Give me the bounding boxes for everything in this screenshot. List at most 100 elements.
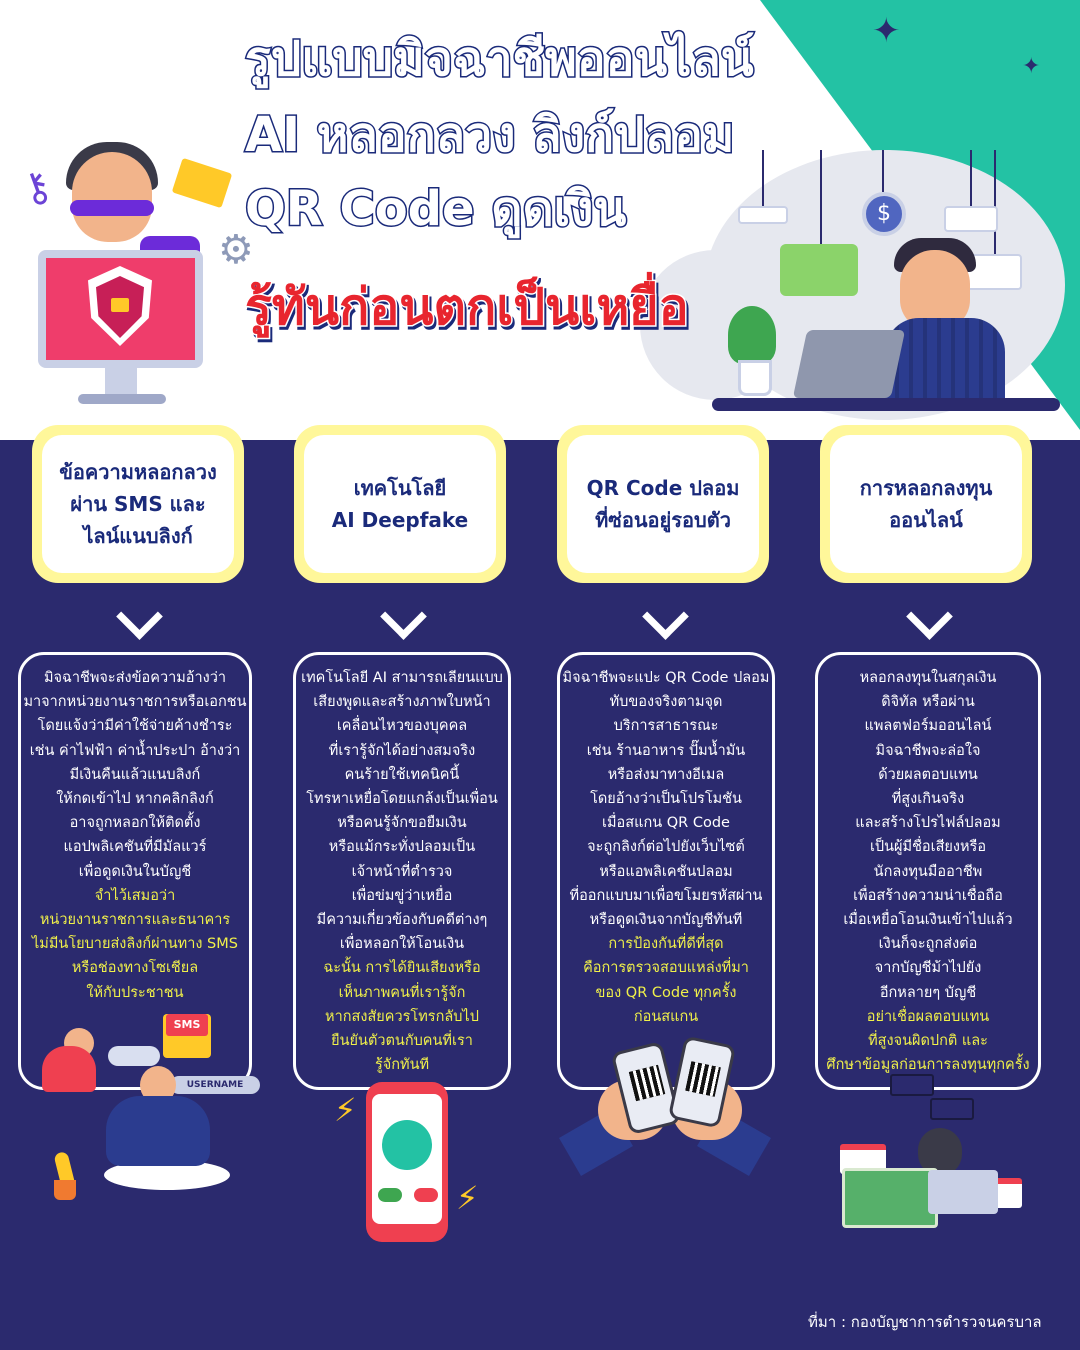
- highlight-line: ศึกษาข้อมูลก่อนการลงทุนทุกครั้ง: [826, 1057, 1030, 1074]
- card-heading-sms: ข้อความหลอกลวง ผ่าน SMS และ ไลน์แนบลิงก์: [32, 425, 244, 583]
- hook-line: [820, 150, 822, 244]
- chevron-down-icon: [117, 600, 157, 640]
- body-line: แอปพลิเคชันที่มีมัลแวร์: [63, 839, 207, 856]
- scammer-figure: [42, 1046, 96, 1092]
- highlight-line: ของ QR Code ทุกครั้ง: [595, 984, 737, 1001]
- highlight-line: ที่สูงจนผิดปกติ และ: [868, 1033, 988, 1050]
- body-line: หรือดูดเงินจากบัญชีทันที: [589, 912, 743, 929]
- heading-line: เทคโนโลยี: [353, 476, 447, 500]
- highlight-line: อย่าเชื่อผลตอบแทน: [866, 1008, 990, 1025]
- code-window-icon: [930, 1098, 974, 1120]
- highlight-line: ไม่มีนโยบายส่งลิงก์ผ่านทาง SMS: [32, 936, 238, 953]
- chevron-down-icon: [907, 600, 947, 640]
- body-line: และสร้างโปรไฟล์ปลอม: [855, 815, 1001, 832]
- laptop-icon: [928, 1170, 998, 1214]
- body-line: เช่น ร้านอาหาร ปั๊มน้ำมัน: [586, 742, 746, 759]
- body-line: จะถูกลิงก์ต่อไปยังเว็บไซต์: [587, 839, 745, 856]
- coin-icon: $: [862, 192, 906, 236]
- hero-section: ✦ ✦ ⚷ ⚙ $ รูปแบบมิจฉาชีพออนไลน์ AI หลอกล…: [0, 0, 1080, 440]
- body-line: เพื่อหลอกให้โอนเงิน: [339, 936, 465, 953]
- hacker-mask: [70, 200, 154, 216]
- highlight-line: คือการตรวจสอบแหล่งที่มา: [583, 960, 749, 977]
- body-line: ด้วยผลตอบแทน: [878, 766, 978, 783]
- card-heading-investment: การหลอกลงทุน ออนไลน์: [820, 425, 1032, 583]
- credit-card-icon: [780, 244, 858, 296]
- body-line: เพื่อสร้างความน่าเชื่อถือ: [853, 887, 1003, 904]
- body-line: เทคโนโลยี AI สามารถเลียนแบบ: [301, 670, 503, 686]
- card-body-deepfake: เทคโนโลยี AI สามารถเลียนแบบ เสียงพูดและส…: [293, 666, 511, 1077]
- heading-line: ที่ซ่อนอยู่รอบตัว: [595, 508, 731, 532]
- gear-icon: ⚙: [218, 227, 254, 273]
- body-line: หรือคนรู้จักขอยืมเงิน: [337, 815, 467, 832]
- heading-line: AI Deepfake: [331, 508, 469, 532]
- chat-bubble-icon: [108, 1046, 160, 1066]
- body-line: ที่ออกแบบมาเพื่อขโมยรหัสผ่าน: [569, 887, 763, 904]
- body-line: เพื่อดูดเงินในบัญชี: [78, 863, 192, 880]
- card-heading-qrcode: QR Code ปลอม ที่ซ่อนอยู่รอบตัว: [557, 425, 769, 583]
- pot-icon: [54, 1180, 76, 1200]
- card-heading-text: การหลอกลงทุน ออนไลน์: [830, 435, 1022, 573]
- highlight-line: หากสงสัยควรโทรกลับไป: [325, 1008, 479, 1025]
- body-line: มิจฉาชีพจะแปะ QR Code ปลอม: [562, 670, 770, 686]
- highlight-line: หน่วยงานราชการและธนาคาร: [39, 912, 231, 929]
- man-body: [885, 318, 1005, 400]
- lightning-icon: ⚡: [456, 1179, 479, 1217]
- highlight-line: เห็นภาพคนที่เรารู้จัก: [338, 984, 466, 1001]
- body-line: เมื่อเหยื่อโอนเงินเข้าไปแล้ว: [843, 912, 1013, 929]
- body-line: หรือแอพลิเคชันปลอม: [599, 863, 733, 880]
- body-line: เป็นผู้มีชื่อเสียงหรือ: [869, 839, 987, 856]
- desk: [712, 398, 1060, 411]
- heading-line: QR Code ปลอม: [586, 476, 740, 500]
- caller-avatar: [382, 1120, 432, 1170]
- card-heading-text: ข้อความหลอกลวง ผ่าน SMS และ ไลน์แนบลิงก์: [42, 435, 234, 573]
- highlight-line: ก่อนสแกน: [633, 1008, 699, 1025]
- body-line: อาจถูกหลอกให้ติดตั้ง: [69, 815, 201, 832]
- body-line: เช่น ค่าไฟฟ้า ค่าน้ำประปา อ้างว่า: [29, 742, 241, 759]
- man-head: [900, 250, 970, 330]
- lock-icon: [111, 298, 129, 312]
- body-line: ให้กดเข้าไป หากคลิกลิงก์: [56, 791, 214, 808]
- sms-icon: SMS: [166, 1014, 208, 1036]
- chat-icon: [944, 206, 998, 232]
- code-window-icon: [890, 1074, 934, 1096]
- highlight-line: รู้จักทันที: [374, 1057, 430, 1074]
- highlight-line: หรือช่องทางโซเชียล: [71, 960, 199, 977]
- qr-code-icon: [685, 1061, 721, 1097]
- hook-line: [762, 150, 764, 206]
- card-body-frame-sms: [18, 652, 252, 1090]
- title-line-1: รูปแบบมิจฉาชีพออนไลน์: [244, 30, 756, 89]
- body-line: เจ้าหน้าที่ตำรวจ: [351, 863, 453, 880]
- monitor-base: [78, 394, 166, 404]
- chevron-down-icon: [643, 600, 683, 640]
- body-line: เคลื่อนไหวของบุคคล: [336, 718, 468, 735]
- card-body-investment: หลอกลงทุนในสกุลเงิน ดิจิทัล หรือผ่าน แพล…: [815, 666, 1041, 1077]
- body-line: คนร้ายใช้เทคนิคนี้: [344, 766, 460, 783]
- body-line: เมื่อสแกน QR Code: [602, 815, 730, 832]
- highlight-line: ให้กับประชาชน: [86, 984, 184, 1001]
- body-line: บริการสาธารณะ: [613, 718, 719, 735]
- heading-line: การหลอกลงทุน: [859, 476, 993, 500]
- body-line: เพื่อข่มขู่ว่าเหยื่อ: [351, 887, 453, 904]
- card-heading-deepfake: เทคโนโลยี AI Deepfake: [294, 425, 506, 583]
- decline-call-icon: [414, 1188, 438, 1202]
- body-line: แพลตฟอร์มออนไลน์: [864, 718, 992, 735]
- monitor-stand: [105, 368, 137, 396]
- envelope-icon: [171, 157, 233, 209]
- card-heading-text: เทคโนโลยี AI Deepfake: [304, 435, 496, 573]
- highlight-line: จำไว้เสมอว่า: [94, 887, 176, 904]
- card-body-sms: มิจฉาชีพจะส่งข้อความอ้างว่า มาจากหน่วยงา…: [18, 666, 252, 1005]
- body-line: มิจฉาชีพจะส่งข้อความอ้างว่า: [43, 670, 227, 686]
- accept-call-icon: [378, 1188, 402, 1202]
- chevron-down-icon: [381, 600, 421, 640]
- body-line: โดยแจ้งว่ามีค่าใช้จ่ายค้างชำระ: [37, 718, 233, 735]
- sparkle-icon: ✦: [872, 11, 901, 51]
- body-line: นักลงทุนมืออาชีพ: [873, 863, 983, 880]
- body-line: ที่สูงเกินจริง: [891, 791, 965, 808]
- body-line: ที่เรารู้จักได้อย่างสมจริง: [328, 742, 476, 759]
- title-line-4-text: รู้ทันก่อนตกเป็นเหยื่อ: [244, 277, 691, 338]
- lightning-icon: ⚡: [334, 1091, 357, 1129]
- highlight-line: ฉะนั้น การได้ยินเสียงหรือ: [323, 960, 481, 977]
- body-line: หรือส่งมาทางอีเมล: [607, 766, 725, 783]
- highlight-line: ยืนยันตัวตนกับคนที่เรา: [331, 1033, 473, 1050]
- sparkle-icon: ✦: [1022, 54, 1041, 79]
